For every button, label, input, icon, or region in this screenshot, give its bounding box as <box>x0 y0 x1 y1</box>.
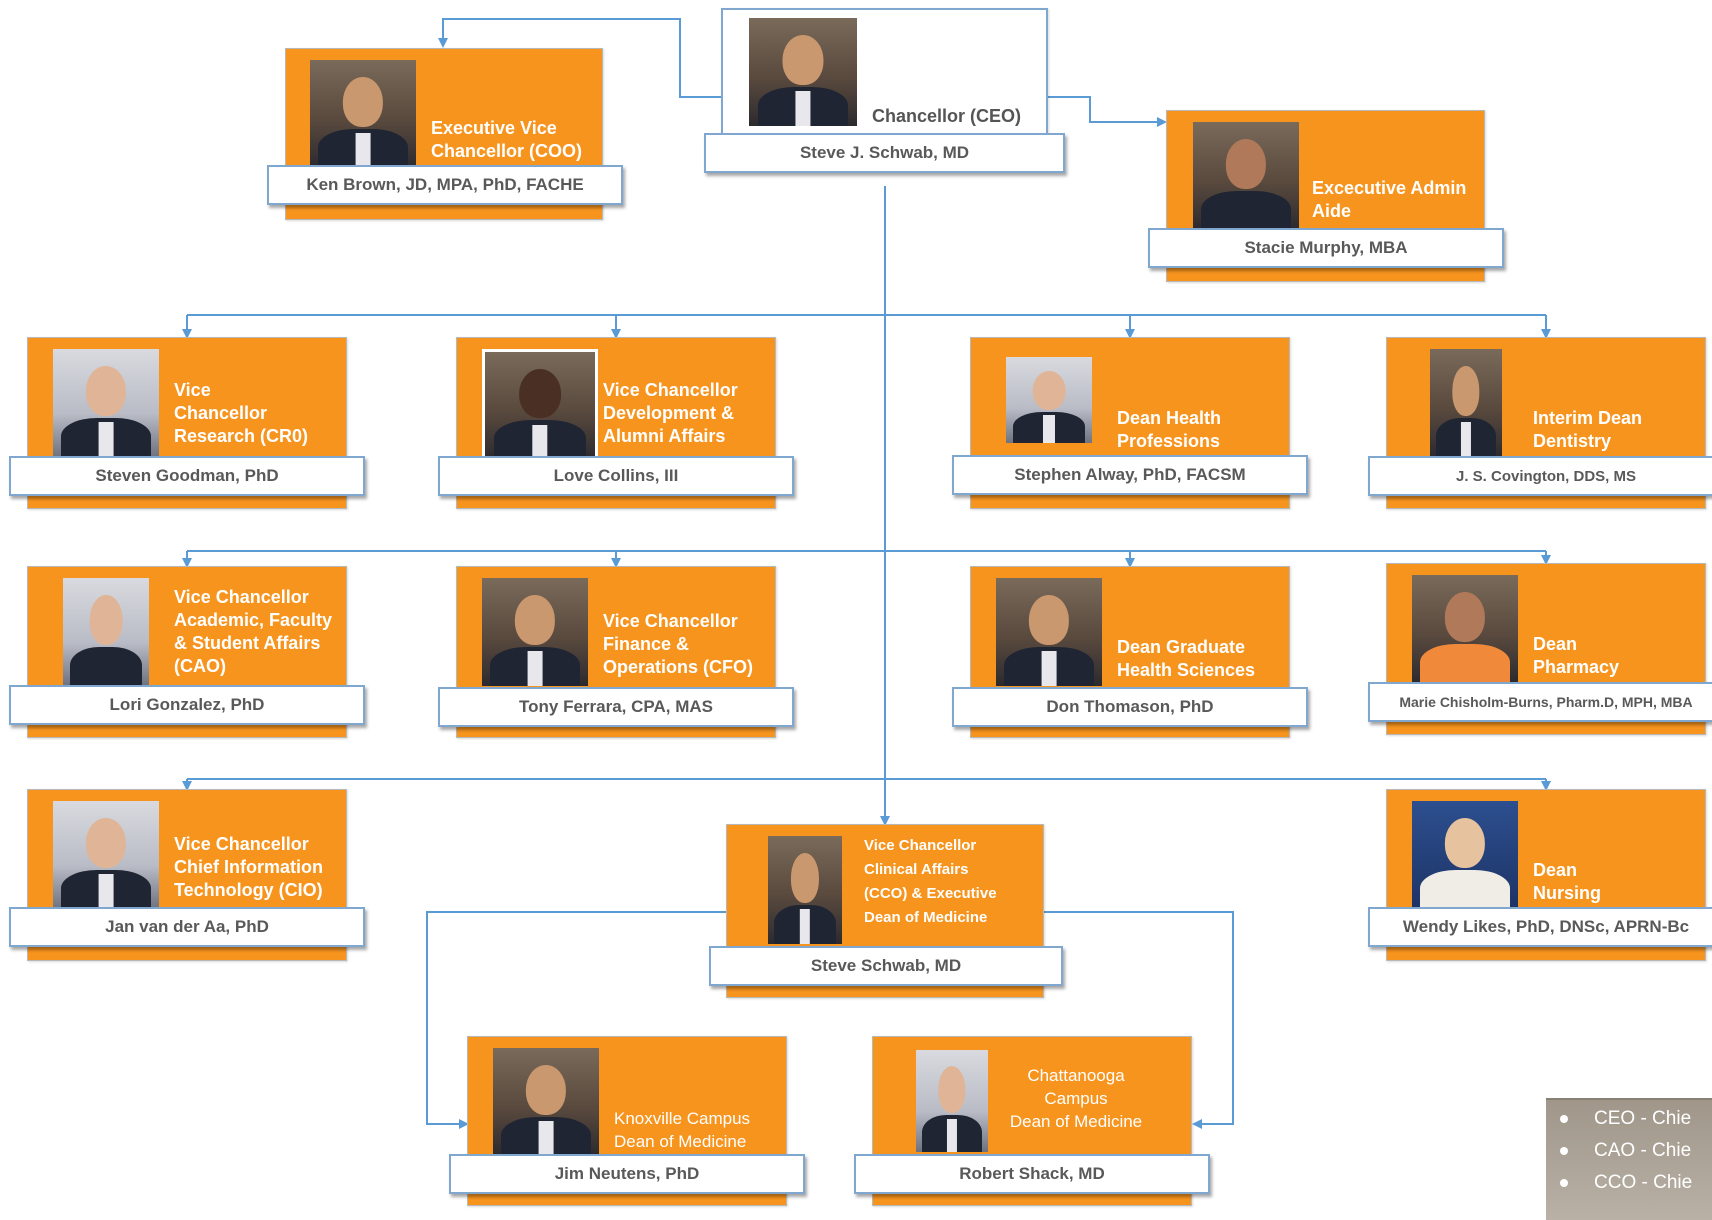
photo-clinical <box>768 836 842 944</box>
photo-it <box>53 801 159 909</box>
node-name: Robert Shack, MD <box>854 1154 1210 1194</box>
node-name: Stephen Alway, PhD, FACSM <box>952 455 1308 495</box>
node-it: Vice Chancellor Chief Information Techno… <box>9 789 365 961</box>
node-finance: Vice Chancellor Finance & Operations (CF… <box>438 566 794 738</box>
node-research: Vice Chancellor Research (CR0) Steven Go… <box>9 337 365 509</box>
node-dentistry: Interim Dean Dentistry J. S. Covington, … <box>1368 337 1712 509</box>
bullet-icon <box>1560 1178 1568 1187</box>
photo-health <box>1006 357 1092 443</box>
photo-coo <box>310 60 416 168</box>
node-name: Jim Neutens, PhD <box>449 1154 805 1194</box>
photo-finance <box>482 578 588 686</box>
node-title: Dean Pharmacy <box>1533 634 1620 677</box>
node-title: Dean Graduate Health Sciences <box>1117 637 1256 680</box>
photo-admin <box>1193 122 1299 230</box>
node-development: Vice Chancellor Development & Alumni Aff… <box>438 337 794 509</box>
node-title: Vice Chancellor Chief Information Techno… <box>174 834 323 900</box>
node-title: Chancellor (CEO) <box>872 106 1022 126</box>
node-ceo: Chancellor (CEO) Steve J. Schwab, MD <box>704 8 1065 173</box>
node-title: Vice Chancellor Clinical Affairs (CCO) &… <box>864 837 997 926</box>
node-title: Knoxville Campus Dean of Medicine <box>614 1109 751 1151</box>
node-name: Steve Schwab, MD <box>709 946 1063 986</box>
node-title: Executive Vice Chancellor (COO) <box>431 118 583 161</box>
node-title: Chattanooga Campus Dean of Medicine <box>1009 1066 1143 1131</box>
legend-item: CEO - Chie <box>1560 1108 1691 1130</box>
line-ceo-admin <box>1048 96 1167 127</box>
node-name: J. S. Covington, DDS, MS <box>1368 456 1712 496</box>
node-name: Love Collins, III <box>438 456 794 496</box>
node-name: Steven Goodman, PhD <box>9 456 365 496</box>
node-nursing: Dean Nursing Wendy Likes, PhD, DNSc, APR… <box>1368 789 1712 961</box>
photo-ceo <box>749 18 857 126</box>
node-title: Vice Chancellor Research (CR0) <box>174 380 309 446</box>
node-title: Vice Chancellor Academic, Faculty & Stud… <box>174 587 333 676</box>
photo-chattanooga <box>916 1050 988 1152</box>
node-name: Jan van der Aa, PhD <box>9 907 365 947</box>
photo-knoxville <box>493 1048 599 1156</box>
node-chattanooga: Chattanooga Campus Dean of Medicine Robe… <box>854 1036 1210 1206</box>
photo-pharmacy <box>1412 575 1518 683</box>
line-ceo-coo <box>438 18 721 98</box>
node-title: Vice Chancellor Finance & Operations (CF… <box>603 611 754 677</box>
node-coo: Executive Vice Chancellor (COO) Ken Brow… <box>267 48 623 220</box>
bullet-icon <box>1560 1114 1568 1123</box>
legend-item: CCO - Chie <box>1560 1172 1692 1194</box>
node-academic: Vice Chancellor Academic, Faculty & Stud… <box>9 566 365 738</box>
node-name: Tony Ferrara, CPA, MAS <box>438 687 794 727</box>
node-knoxville: Knoxville Campus Dean of Medicine Jim Ne… <box>449 1036 805 1206</box>
node-title: Vice Chancellor Development & Alumni Aff… <box>603 380 738 446</box>
node-pharmacy: Dean Pharmacy Marie Chisholm-Burns, Phar… <box>1368 563 1712 735</box>
line-clinical-knoxville <box>426 911 726 1129</box>
node-name: Stacie Murphy, MBA <box>1148 228 1504 268</box>
node-name: Lori Gonzalez, PhD <box>9 685 365 725</box>
line-clinical-chattanooga <box>1044 911 1234 1129</box>
bullet-icon <box>1560 1146 1568 1155</box>
node-health: Dean Health Professions Stephen Alway, P… <box>952 337 1308 509</box>
photo-development <box>482 349 598 462</box>
node-clinical: Vice Chancellor Clinical Affairs (CCO) &… <box>709 824 1063 998</box>
node-title: Excecutive Admin Aide <box>1312 178 1467 221</box>
node-name: Ken Brown, JD, MPA, PhD, FACHE <box>267 165 623 205</box>
node-title: Dean Nursing <box>1533 860 1602 903</box>
photo-nursing <box>1412 801 1518 909</box>
node-name: Steve J. Schwab, MD <box>704 133 1065 173</box>
node-graduate: Dean Graduate Health Sciences Don Thomas… <box>952 566 1308 738</box>
legend-box: CEO - Chie CAO - Chie CCO - Chie <box>1546 1098 1712 1220</box>
node-name: Wendy Likes, PhD, DNSc, APRN-Bc <box>1368 907 1712 947</box>
photo-research <box>53 349 159 457</box>
node-name: Don Thomason, PhD <box>952 687 1308 727</box>
photo-academic <box>63 578 149 686</box>
legend-item: CAO - Chie <box>1560 1140 1691 1162</box>
photo-dentistry <box>1430 349 1502 457</box>
photo-graduate <box>996 578 1102 686</box>
node-title: Dean Health Professions <box>1117 408 1222 451</box>
node-admin: Excecutive Admin Aide Stacie Murphy, MBA <box>1148 110 1504 282</box>
node-name: Marie Chisholm-Burns, Pharm.D, MPH, MBA <box>1368 682 1712 722</box>
node-title: Interim Dean Dentistry <box>1533 408 1643 451</box>
